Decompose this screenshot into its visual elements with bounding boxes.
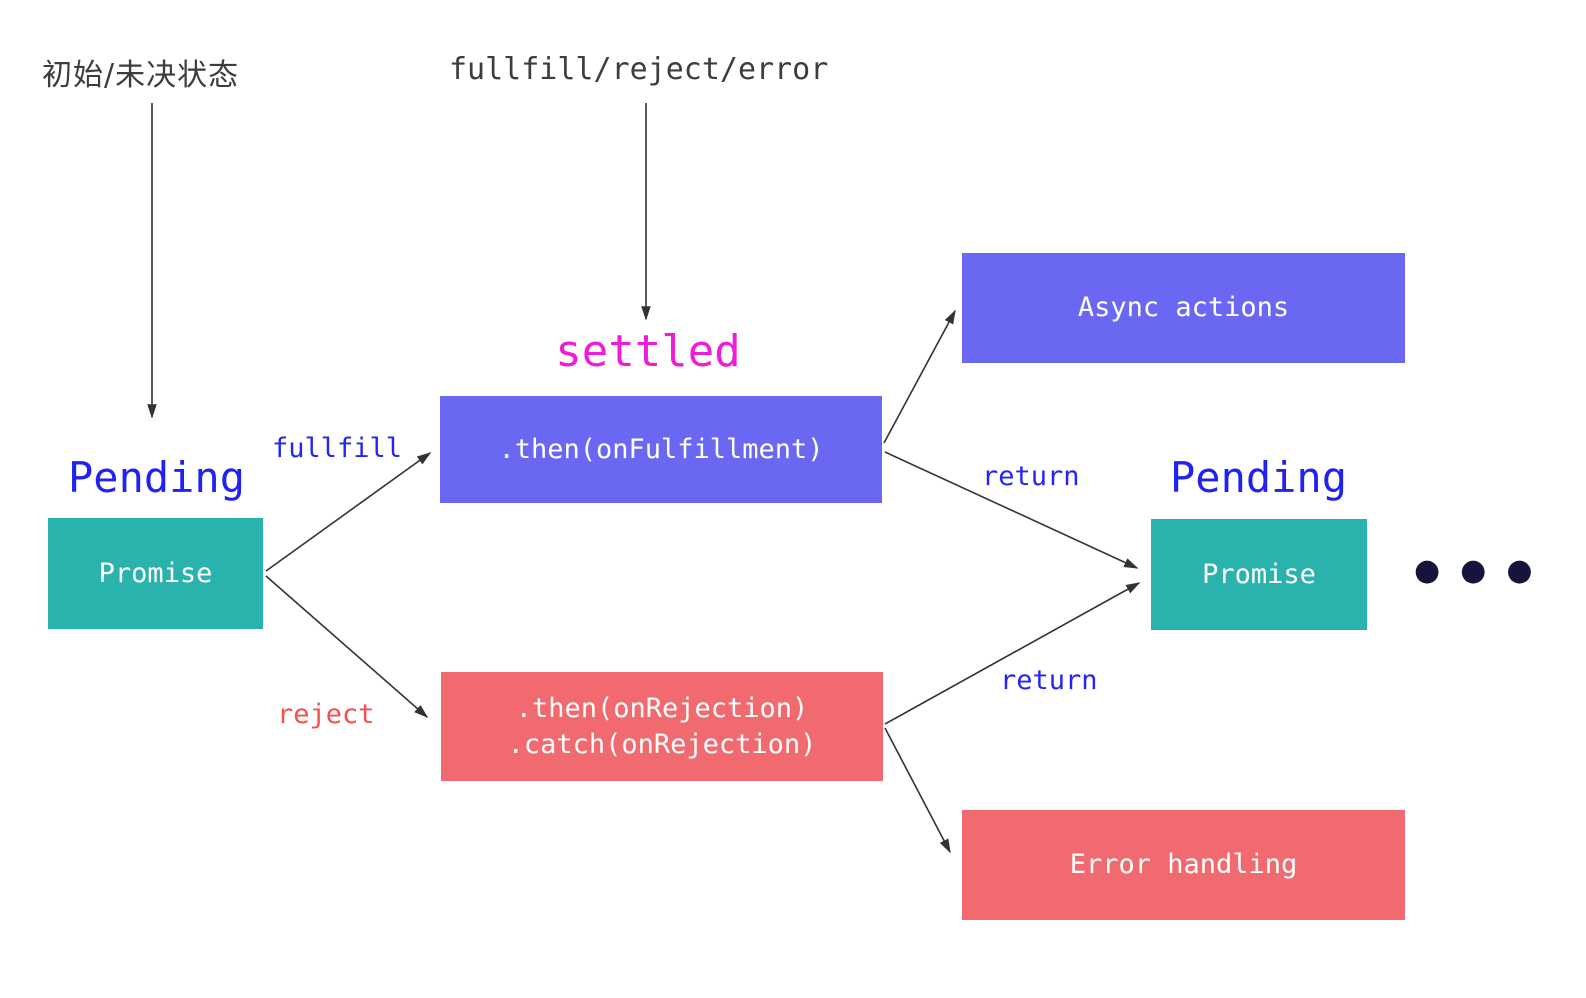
error-handling-node: Error handling	[962, 810, 1405, 920]
promise-left-node: Promise	[48, 518, 263, 629]
rejection-handler-line1: .then(onRejection)	[515, 692, 809, 724]
return-bottom-edge-label: return	[1000, 665, 1098, 696]
promise-left-node-label: Promise	[98, 557, 213, 589]
fulfillment-handler-node: .then(onFulfillment)	[440, 396, 882, 503]
arrow-promise-to-fulfillment	[265, 452, 432, 572]
rejection-handler-node: .then(onRejection) .catch(onRejection)	[441, 672, 883, 781]
continuation-ellipsis: ●●●	[1414, 553, 1553, 588]
rejection-handler-line2: .catch(onRejection)	[507, 728, 817, 760]
settle-events-annotation: fullfill/reject/error	[449, 52, 829, 87]
return-top-edge-label: return	[982, 461, 1080, 492]
fulfillment-handler-label: .then(onFulfillment)	[498, 433, 824, 465]
pending-right-label: Pending	[1170, 453, 1348, 502]
initial-state-annotation: 初始/未决状态	[42, 58, 240, 93]
promise-right-node-label: Promise	[1202, 558, 1316, 590]
settled-label: settled	[555, 326, 741, 377]
error-handling-label: Error handling	[1069, 849, 1298, 880]
arrow-fulfillment-to-async	[883, 309, 956, 444]
async-actions-node: Async actions	[962, 253, 1405, 363]
arrow-rejection-to-error-handling	[884, 727, 951, 854]
fullfill-edge-label: fullfill	[272, 433, 403, 464]
pending-left-label: Pending	[68, 453, 246, 502]
arrow-rejection-return-to-promise	[884, 582, 1141, 725]
async-actions-label: Async actions	[1077, 292, 1290, 323]
arrow-promise-to-rejection	[265, 575, 429, 719]
promise-right-node: Promise	[1151, 519, 1367, 630]
reject-edge-label: reject	[277, 699, 375, 730]
